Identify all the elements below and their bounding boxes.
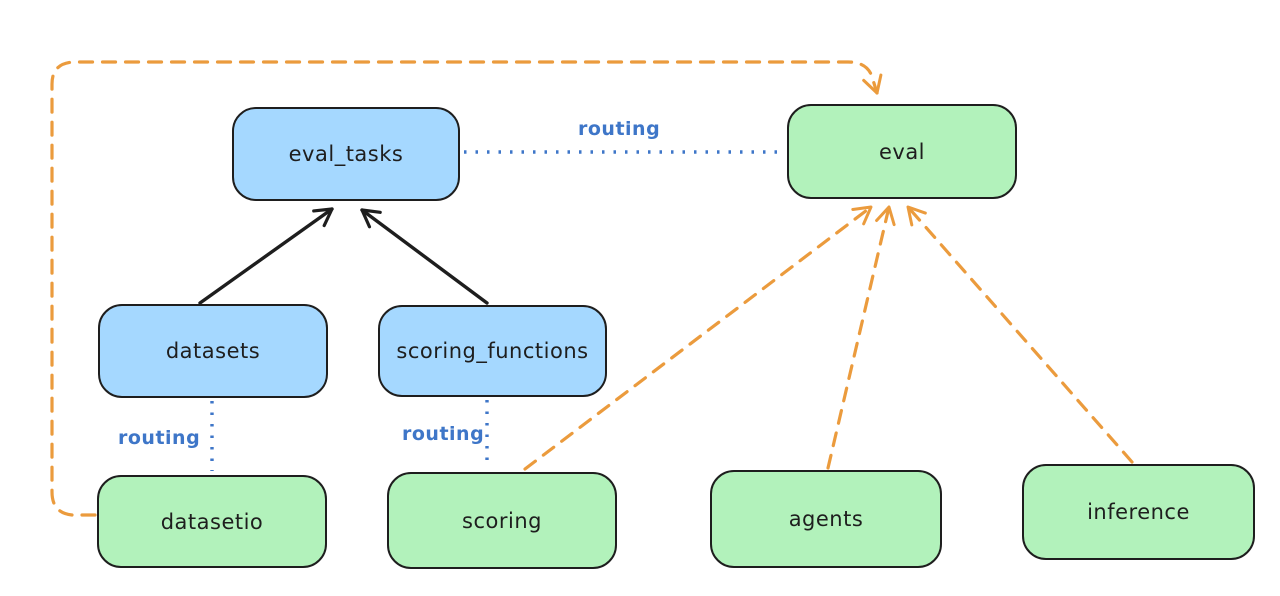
node-eval: eval [787,104,1017,199]
routing-label-datasets-datasetio: routing [118,427,201,449]
edge-scoring-to-eval-dashed [523,205,873,471]
routing-label-scoring-functions-scoring: routing [402,423,485,445]
edge-agents-to-eval-dashed [826,205,896,470]
node-agents-label: agents [788,507,864,531]
node-scoring-label: scoring [462,508,542,533]
node-scoring-functions-label: scoring_functions [396,339,589,363]
node-inference-label: inference [1087,500,1190,524]
node-eval-tasks-label: eval_tasks [288,142,404,166]
node-scoring-functions: scoring_functions [378,305,607,397]
edge-datasets-to-eval_tasks [198,207,334,305]
edge-scoring_functions-to-eval_tasks [360,208,489,305]
node-datasetio: datasetio [97,475,327,568]
edge-inference-to-eval-dashed [906,205,1134,464]
node-datasets: datasets [98,304,328,398]
edge-datasetio-to-eval-dashed [50,60,883,517]
node-datasets-label: datasets [165,339,261,363]
node-scoring: scoring [387,472,617,569]
node-eval-tasks: eval_tasks [232,107,460,201]
routing-label-eval-tasks-eval: routing [578,118,661,140]
node-agents: agents [710,470,942,568]
node-datasetio-label: datasetio [160,509,264,534]
node-eval-label: eval [878,139,926,164]
node-inference: inference [1022,464,1255,560]
